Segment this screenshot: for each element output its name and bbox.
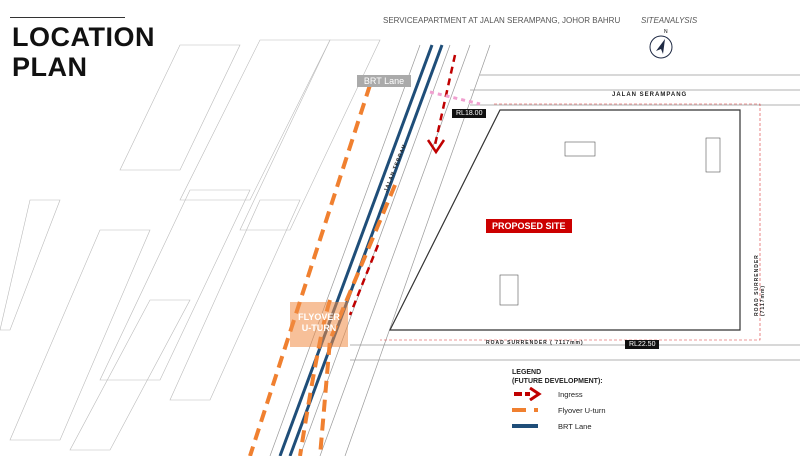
legend-item-flyover: Flyover U-turn	[512, 402, 606, 418]
legend-label: BRT Lane	[558, 421, 592, 431]
level-tag-rl22: RL22.50	[625, 340, 660, 349]
level-tag-rl18: RL18.00	[452, 109, 487, 118]
page-title: LOCATION PLAN	[12, 22, 155, 82]
flyover-label-line-2: U-TURN	[301, 323, 337, 333]
flyover-dash-swatch	[512, 408, 538, 412]
pedestrian-crossing	[429, 90, 481, 106]
ingress-arrow-icon	[514, 387, 542, 401]
road-label-surrender-bottom: ROAD SURRENDER ( 7117mm)	[486, 340, 584, 346]
flyover-u-turn-label: FLYOVER U-TURN	[290, 302, 348, 347]
guard-house	[564, 141, 596, 157]
title-line-1: LOCATION	[12, 22, 155, 52]
title-rule	[10, 17, 125, 18]
legend: LEGEND (FUTURE DEVELOPMENT): Ingress Fly…	[512, 368, 606, 434]
brt-lane-label: BRT Lane	[357, 75, 411, 87]
brt-lane	[278, 44, 444, 456]
site-setback-line	[380, 103, 761, 341]
legend-label: Flyover U-turn	[558, 405, 606, 415]
north-compass-icon: N	[648, 29, 674, 65]
legend-item-ingress: Ingress	[512, 386, 606, 402]
legend-item-brt: BRT Lane	[512, 418, 606, 434]
title-line-2: PLAN	[12, 52, 88, 82]
proposed-site-label: PROPOSED SITE	[486, 219, 572, 233]
ramp	[499, 274, 519, 306]
ingress-path	[348, 54, 457, 316]
staircase	[705, 137, 721, 173]
flyover-u-turn-path	[248, 84, 397, 456]
residential-lots	[0, 39, 381, 451]
flyover-label-line-1: FLYOVER	[298, 312, 340, 322]
road-label-surrender-right: ROAD SURRENDER (7117mm)	[754, 254, 766, 316]
ingress-arrow-icon	[426, 139, 446, 155]
section-header: SITEANALYSIS	[641, 16, 698, 25]
road-label-jalan-serampang: JALAN SERAMPANG	[612, 92, 688, 98]
compass-north-letter: N	[664, 29, 668, 35]
legend-heading: LEGEND	[512, 369, 542, 376]
legend-label: Ingress	[558, 389, 583, 399]
project-header: SERVICEAPARTMENT AT JALAN SERAMPANG, JOH…	[383, 16, 621, 25]
brt-line-swatch	[512, 424, 538, 428]
legend-subheading: (FUTURE DEVELOPMENT):	[512, 378, 603, 385]
